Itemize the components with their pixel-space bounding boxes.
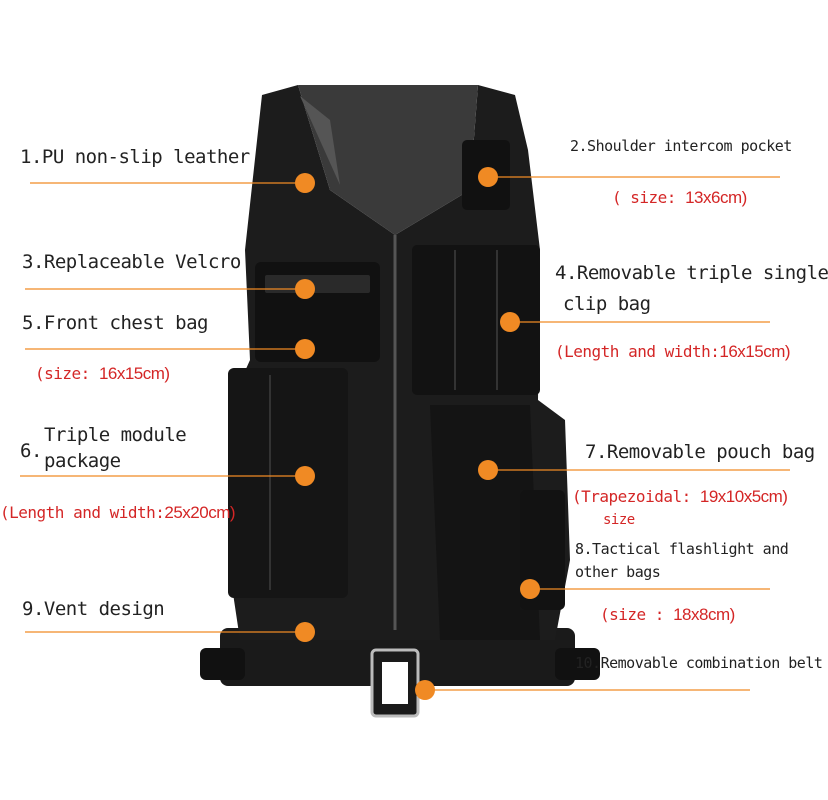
callout-6-number: 6. (20, 440, 42, 462)
cartridge-loops (265, 275, 370, 293)
mesh-collar (298, 85, 478, 235)
callout-9-label: 9.Vent design (22, 598, 165, 620)
belt-end-right (555, 648, 600, 680)
belt-end-left (200, 648, 245, 680)
callout-5-label: 5.Front chest bag (22, 312, 208, 334)
callout-6-label-line1: Triple module (44, 424, 187, 446)
callout-4-label-line2: clip bag (563, 293, 651, 315)
callout-6-size: (Length and width:25x20cm) (0, 503, 236, 522)
callout-5-size: (size: 16x15cm) (35, 364, 170, 383)
callout-4-size: (Length and width:16x15cm) (555, 342, 791, 361)
vest-illustration (20, 85, 790, 718)
callout-8-size: (size : 18x8cm) (600, 605, 735, 624)
callout-1-label: 1.PU non-slip leather (20, 146, 250, 168)
callout-8-label-line2: other bags (575, 563, 661, 581)
callout-7-size: (Trapezoidal: 19x10x5cm) (572, 487, 788, 506)
callout-3-label: 3.Replaceable Velcro (22, 251, 241, 273)
pouch-bag (430, 405, 540, 640)
callout-2-label: 2.Shoulder intercom pocket (570, 137, 792, 155)
pu-leather-patch (300, 96, 340, 185)
triple-module-package (228, 368, 348, 598)
callout-dots (295, 167, 540, 700)
triple-clip-bag (412, 245, 540, 395)
callout-8-label-line1: 8.Tactical flashlight and (575, 540, 789, 558)
callout-2-size: ( size: 13x6cm) (612, 188, 747, 207)
product-diagram: 1.PU non-slip leather 2.Shoulder interco… (0, 85, 828, 718)
callout-10-label: 10.Removable combination belt (575, 654, 823, 672)
callout-7-size-suffix: size (603, 512, 635, 528)
belt-buckle-gap (382, 662, 408, 704)
callout-lines (20, 176, 790, 691)
callout-6-label-line2: package (44, 450, 121, 472)
callout-7-label: 7.Removable pouch bag (585, 441, 815, 463)
callout-4-label-line1: 4.Removable triple single (555, 262, 828, 284)
